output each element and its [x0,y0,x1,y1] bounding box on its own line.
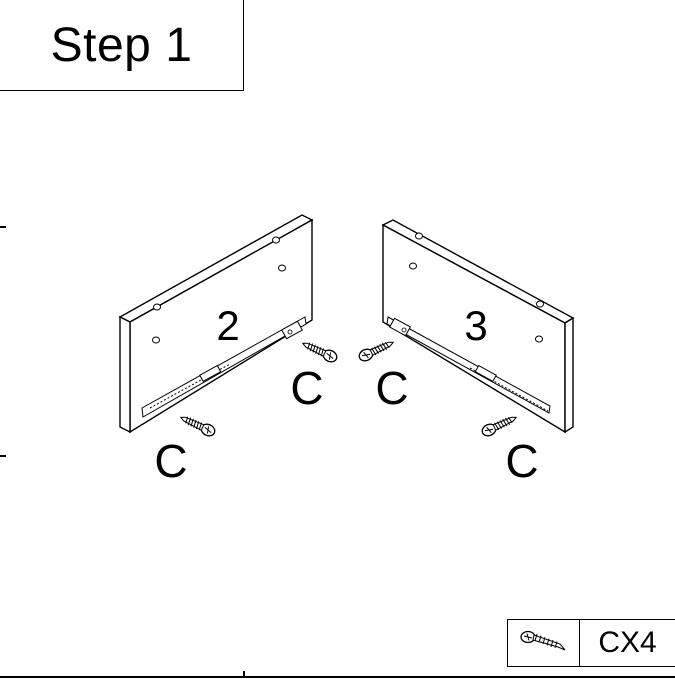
frame-left-tick-2 [0,455,6,457]
callout-left-bottom: C [154,435,187,487]
parts-icon-cell [508,620,580,666]
screw-right-top [356,336,397,364]
callout-right-top: C [375,362,408,414]
step-title: Step 1 [0,0,244,91]
callout-right-bottom: C [505,435,538,487]
frame-bottom-tick [243,671,245,677]
parts-quantity: CX4 [598,626,657,659]
parts-legend: CX4 [507,619,675,667]
screw-left-top [299,337,340,365]
frame-bottom-line [0,676,675,678]
screw-icon [520,630,566,651]
panel-3 [381,219,575,434]
callout-left-top: C [290,362,323,414]
panel-3-number: 3 [464,302,487,349]
frame-left-tick-1 [0,226,6,228]
panel-2 [118,214,314,434]
panel-2-number: 2 [216,302,239,349]
